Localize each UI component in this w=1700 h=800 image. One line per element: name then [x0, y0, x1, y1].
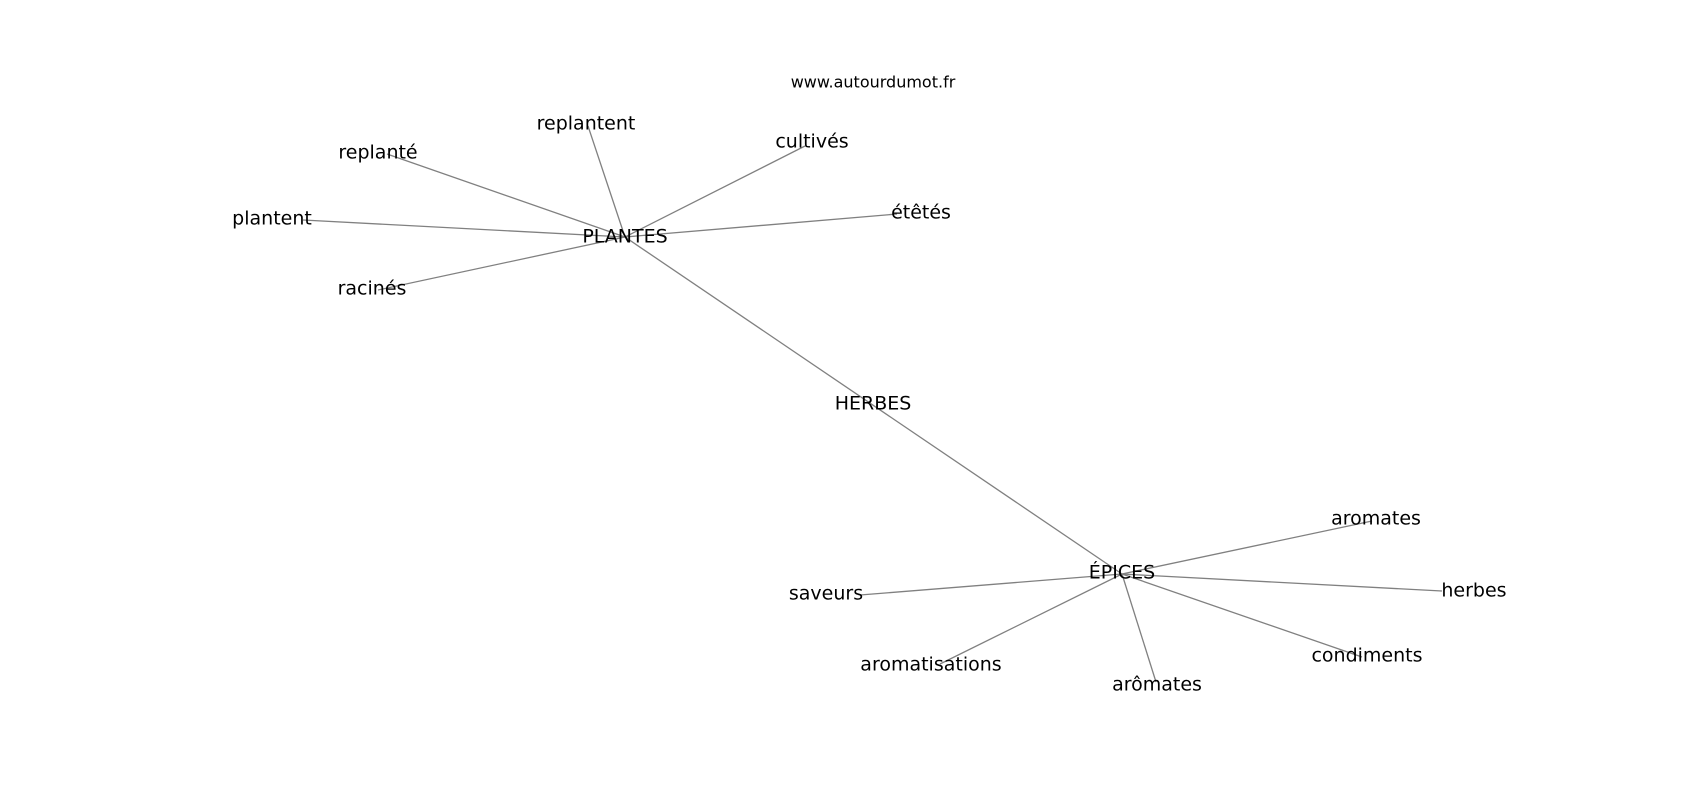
node-condiments: condiments — [1311, 645, 1422, 667]
edge-epices-aromates-circ — [1121, 573, 1157, 683]
edge-epices-aromatisations — [939, 573, 1123, 665]
edge-epices-condiments — [1121, 573, 1363, 658]
edge-plantes-cultives — [624, 145, 806, 238]
node-cultives: cultivés — [775, 131, 848, 153]
node-replante: replanté — [338, 142, 417, 164]
node-herbes: herbes — [1441, 580, 1506, 602]
node-etetes: étêtés — [891, 202, 951, 224]
source-watermark: www.autourdumot.fr — [791, 73, 956, 92]
node-aromates-circ: arômates — [1112, 674, 1202, 696]
node-plantes: PLANTES — [582, 226, 667, 248]
node-aromates: aromates — [1331, 508, 1421, 530]
edges — [302, 125, 1443, 683]
edge-epices-saveurs — [859, 573, 1123, 596]
node-herbes-center: HERBES — [835, 393, 912, 415]
node-plantent: plantent — [232, 208, 312, 230]
node-saveurs: saveurs — [789, 583, 863, 605]
edge-plantes-replante — [386, 153, 626, 238]
edge-plantes-replantent — [587, 125, 626, 238]
edge-epices-aromates — [1121, 520, 1373, 575]
node-epices: ÉPICES — [1089, 561, 1155, 584]
edge-epices-herbes — [1121, 573, 1443, 592]
edge-plantes-racines — [377, 236, 626, 291]
labels: www.autourdumot.fr PLANTES HERBES ÉPICES… — [232, 73, 1506, 696]
node-racines: racinés — [338, 278, 407, 300]
node-replantent: replantent — [537, 113, 636, 135]
edge-plantes-etetes — [624, 213, 898, 238]
node-aromatisations: aromatisations — [860, 654, 1001, 676]
edge-plantes-epices — [624, 236, 1123, 575]
edge-plantes-plantent — [302, 219, 626, 238]
